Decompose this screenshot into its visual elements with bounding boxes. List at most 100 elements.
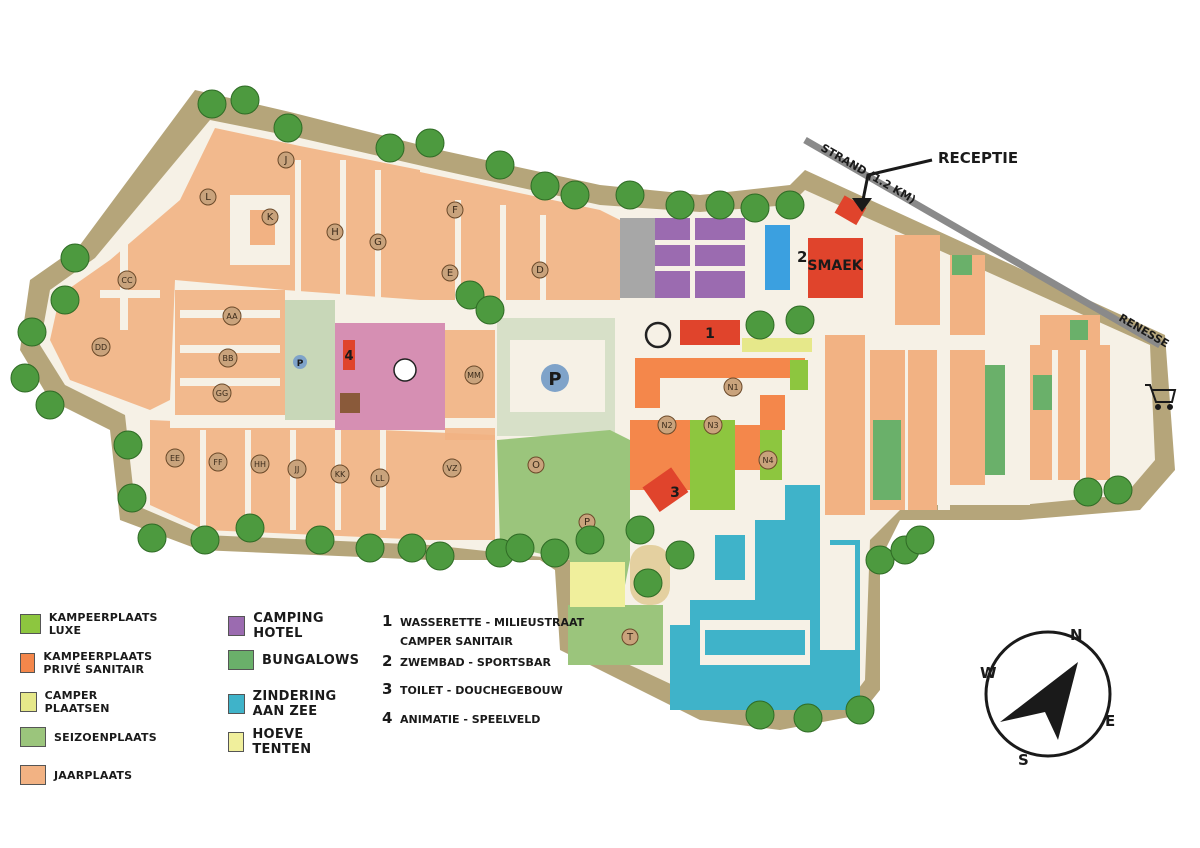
compass-w: W xyxy=(980,664,997,682)
zone-label: KK xyxy=(335,470,346,479)
tree-icon xyxy=(705,190,735,220)
zone-label: H xyxy=(331,227,339,238)
zone-label: N3 xyxy=(707,421,718,430)
smaek-building xyxy=(808,238,863,298)
zone-label: K xyxy=(267,212,274,223)
hotel-roads-2 xyxy=(655,266,745,271)
tree-icon xyxy=(273,113,303,143)
toilet-building xyxy=(642,467,689,513)
hoeve-tenten xyxy=(570,562,625,607)
facility-label-2: CAMPER SANITAIR xyxy=(400,635,513,648)
animatie-speelveld xyxy=(335,323,445,430)
zone-circle xyxy=(287,459,307,479)
legend-swatch xyxy=(20,614,41,634)
tree-icon xyxy=(745,310,775,340)
zone-label: E xyxy=(447,268,453,279)
zone-label: MM xyxy=(467,371,481,380)
legend-swatch xyxy=(20,692,37,712)
facility-label: ZWEMBAD - SPORTSBAR xyxy=(400,656,551,669)
zone-circle xyxy=(91,337,111,357)
legend-label: HOEVE TENTEN xyxy=(252,727,312,757)
tree-icon xyxy=(415,128,445,158)
tree-icon xyxy=(137,523,167,553)
legend-label: CAMPING HOTEL xyxy=(253,611,324,641)
tree-icon xyxy=(905,525,935,555)
zone-circle xyxy=(621,628,639,646)
zone-label: HH xyxy=(254,460,266,469)
legend-swatch xyxy=(228,732,245,752)
zone-circle xyxy=(703,415,723,435)
football-icon xyxy=(393,358,417,382)
zone-label: DD xyxy=(95,343,107,352)
compass-n: N xyxy=(1070,626,1083,644)
legend-item-hoeve: HOEVE TENTEN xyxy=(228,727,321,757)
east-jaarplaats xyxy=(825,335,865,515)
marker-1: 1 xyxy=(705,326,715,342)
legend-label: KAMPEERPLAATS LUXE xyxy=(48,611,158,637)
zone-label: G xyxy=(374,237,382,248)
receptie-building xyxy=(834,195,867,226)
tree-icon xyxy=(305,525,335,555)
zone-label: J xyxy=(284,155,288,166)
receptie-arrow xyxy=(860,158,933,206)
tree-icon xyxy=(397,533,427,563)
parking-label-small: P xyxy=(297,359,304,369)
parking-strip-west xyxy=(285,300,335,420)
legend-label: SEIZOENPLAATS xyxy=(54,730,157,744)
zone-label: EE xyxy=(170,454,180,463)
zone-label: VZ xyxy=(447,464,458,473)
seizoenplaats-south xyxy=(568,605,663,665)
legend-item-seizoen: SEIZOENPLAATS xyxy=(20,727,157,747)
zone-circle xyxy=(277,151,295,169)
tree-icon xyxy=(560,180,590,210)
tree-icon xyxy=(355,533,385,563)
marker-4: 4 xyxy=(344,349,353,364)
zone-label: LL xyxy=(376,474,385,483)
tree-icon xyxy=(235,513,265,543)
tree-icon xyxy=(740,193,770,223)
tree-icon xyxy=(793,703,823,733)
facility-number: 3 xyxy=(382,680,393,698)
tree-icon xyxy=(633,568,663,598)
east-bungalows xyxy=(873,255,1088,500)
parking-icon-small xyxy=(293,355,307,369)
zone-circle xyxy=(165,448,185,468)
legend-swatch xyxy=(228,616,246,636)
zone-label: BB xyxy=(223,354,234,363)
zone-circle xyxy=(723,377,743,397)
receptie-arrowhead xyxy=(852,198,872,212)
tree-icon xyxy=(665,190,695,220)
jaarplaats-south xyxy=(150,420,495,540)
zone-label: N4 xyxy=(762,456,773,465)
facility-label: WASSERETTE - MILIEUSTRAAT xyxy=(400,616,585,629)
legend-item-hotel: CAMPING HOTEL xyxy=(228,611,333,641)
zone-circle xyxy=(212,383,232,403)
zone-label: CC xyxy=(121,276,133,285)
zone-circle xyxy=(369,233,387,251)
tree-icon xyxy=(10,363,40,393)
legend-label: CAMPER PLAATSEN xyxy=(44,689,110,715)
camping-hotel xyxy=(655,218,745,298)
wasserette-building xyxy=(680,320,740,345)
parking-icon-large xyxy=(541,364,569,392)
compass-e: E xyxy=(1105,712,1115,730)
prive-block-60 xyxy=(760,395,785,430)
tree-icon xyxy=(745,700,775,730)
prive-block-68 xyxy=(735,425,760,470)
legend-label: JAARPLAATS xyxy=(54,768,133,782)
tree-icon xyxy=(197,89,227,119)
receptie-label: RECEPTIE xyxy=(938,149,1018,167)
trees xyxy=(10,85,1133,733)
camping-hotel-grey xyxy=(620,218,655,298)
facility-label: TOILET - DOUCHEGEBOUW xyxy=(400,684,563,697)
prive-row-1 xyxy=(635,358,805,378)
prive-row-2 xyxy=(635,378,660,408)
zone-circle xyxy=(464,365,484,385)
legend-item-camper: CAMPER PLAATSEN xyxy=(20,689,119,715)
facility-number: 1 xyxy=(382,612,393,630)
luxe-row-top xyxy=(790,360,808,390)
zone-label: FF xyxy=(213,458,223,467)
legend-swatch xyxy=(20,653,36,673)
zone-circle xyxy=(446,201,464,219)
